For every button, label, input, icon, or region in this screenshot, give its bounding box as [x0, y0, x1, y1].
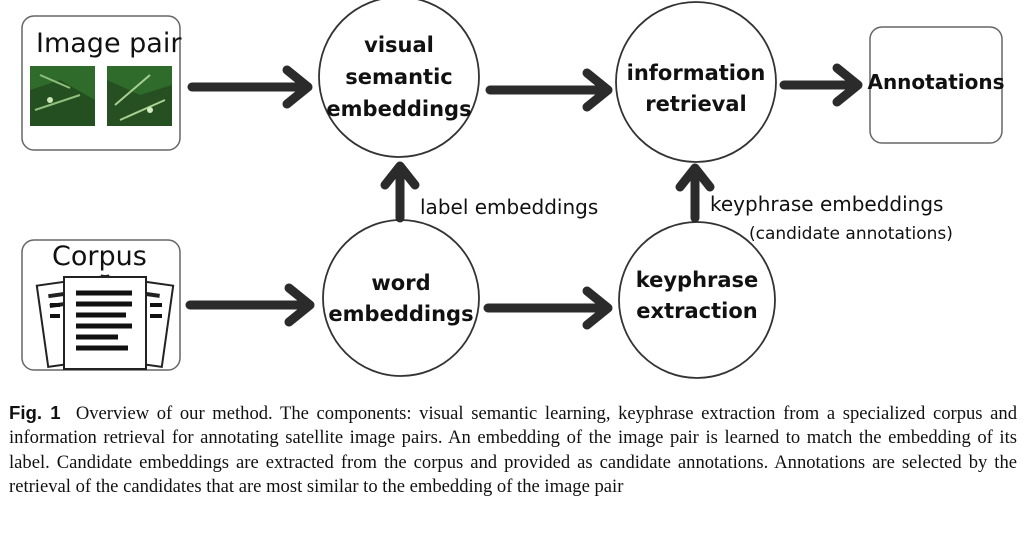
- annotations-label: Annotations: [867, 70, 1004, 94]
- word-embeddings-node: word embeddings: [322, 219, 480, 377]
- keyphrase-extraction-line-2: extraction: [636, 299, 757, 323]
- satellite-image-2: [107, 66, 172, 126]
- word-embeddings-line-2: embeddings: [328, 302, 473, 326]
- corpus-label: Corpus: [52, 241, 147, 272]
- figure-caption: Fig. 1 Overview of our method. The compo…: [9, 401, 1017, 500]
- label-embeddings-edge-label: label embeddings: [420, 195, 598, 219]
- arrow-word-to-visual: [380, 161, 420, 223]
- information-retrieval-node: information retrieval: [615, 1, 777, 163]
- figure-label: Fig. 1: [9, 402, 61, 423]
- arrow-visual-to-retrieval: [485, 68, 613, 112]
- image-pair-node: Image pair: [21, 15, 182, 151]
- arrow-word-to-keyphrase: [483, 286, 613, 330]
- arrow-corpus-to-word: [185, 283, 315, 327]
- method-diagram: Image pair Corpus: [21, 0, 1005, 379]
- information-retrieval-line-1: information: [627, 61, 766, 85]
- document-stack-icon: [35, 274, 175, 370]
- visual-semantic-embeddings-node: visual semantic embeddings: [318, 0, 480, 158]
- annotations-node: Annotations: [867, 26, 1005, 144]
- information-retrieval-line-2: retrieval: [645, 92, 747, 116]
- image-pair-label: Image pair: [36, 28, 182, 59]
- keyphrase-extraction-node: keyphrase extraction: [618, 221, 776, 379]
- arrow-image-to-visual: [187, 65, 313, 109]
- visual-semantic-line-1: visual: [364, 33, 434, 57]
- visual-semantic-line-2: semantic: [345, 65, 452, 89]
- caption-text: Overview of our method. The components: …: [9, 403, 1018, 498]
- arrow-retrieval-to-annotations: [779, 63, 863, 107]
- keyphrase-embeddings-edge-label: keyphrase embeddings: [710, 192, 943, 216]
- keyphrase-extraction-line-1: keyphrase: [636, 268, 759, 292]
- arrow-keyphrase-to-retrieval: [675, 163, 715, 223]
- word-embeddings-line-1: word: [371, 271, 430, 295]
- satellite-image-1: [30, 66, 95, 126]
- visual-semantic-line-3: embeddings: [326, 97, 471, 121]
- corpus-node: Corpus: [21, 239, 181, 371]
- candidate-annotations-edge-label: (candidate annotations): [749, 224, 953, 244]
